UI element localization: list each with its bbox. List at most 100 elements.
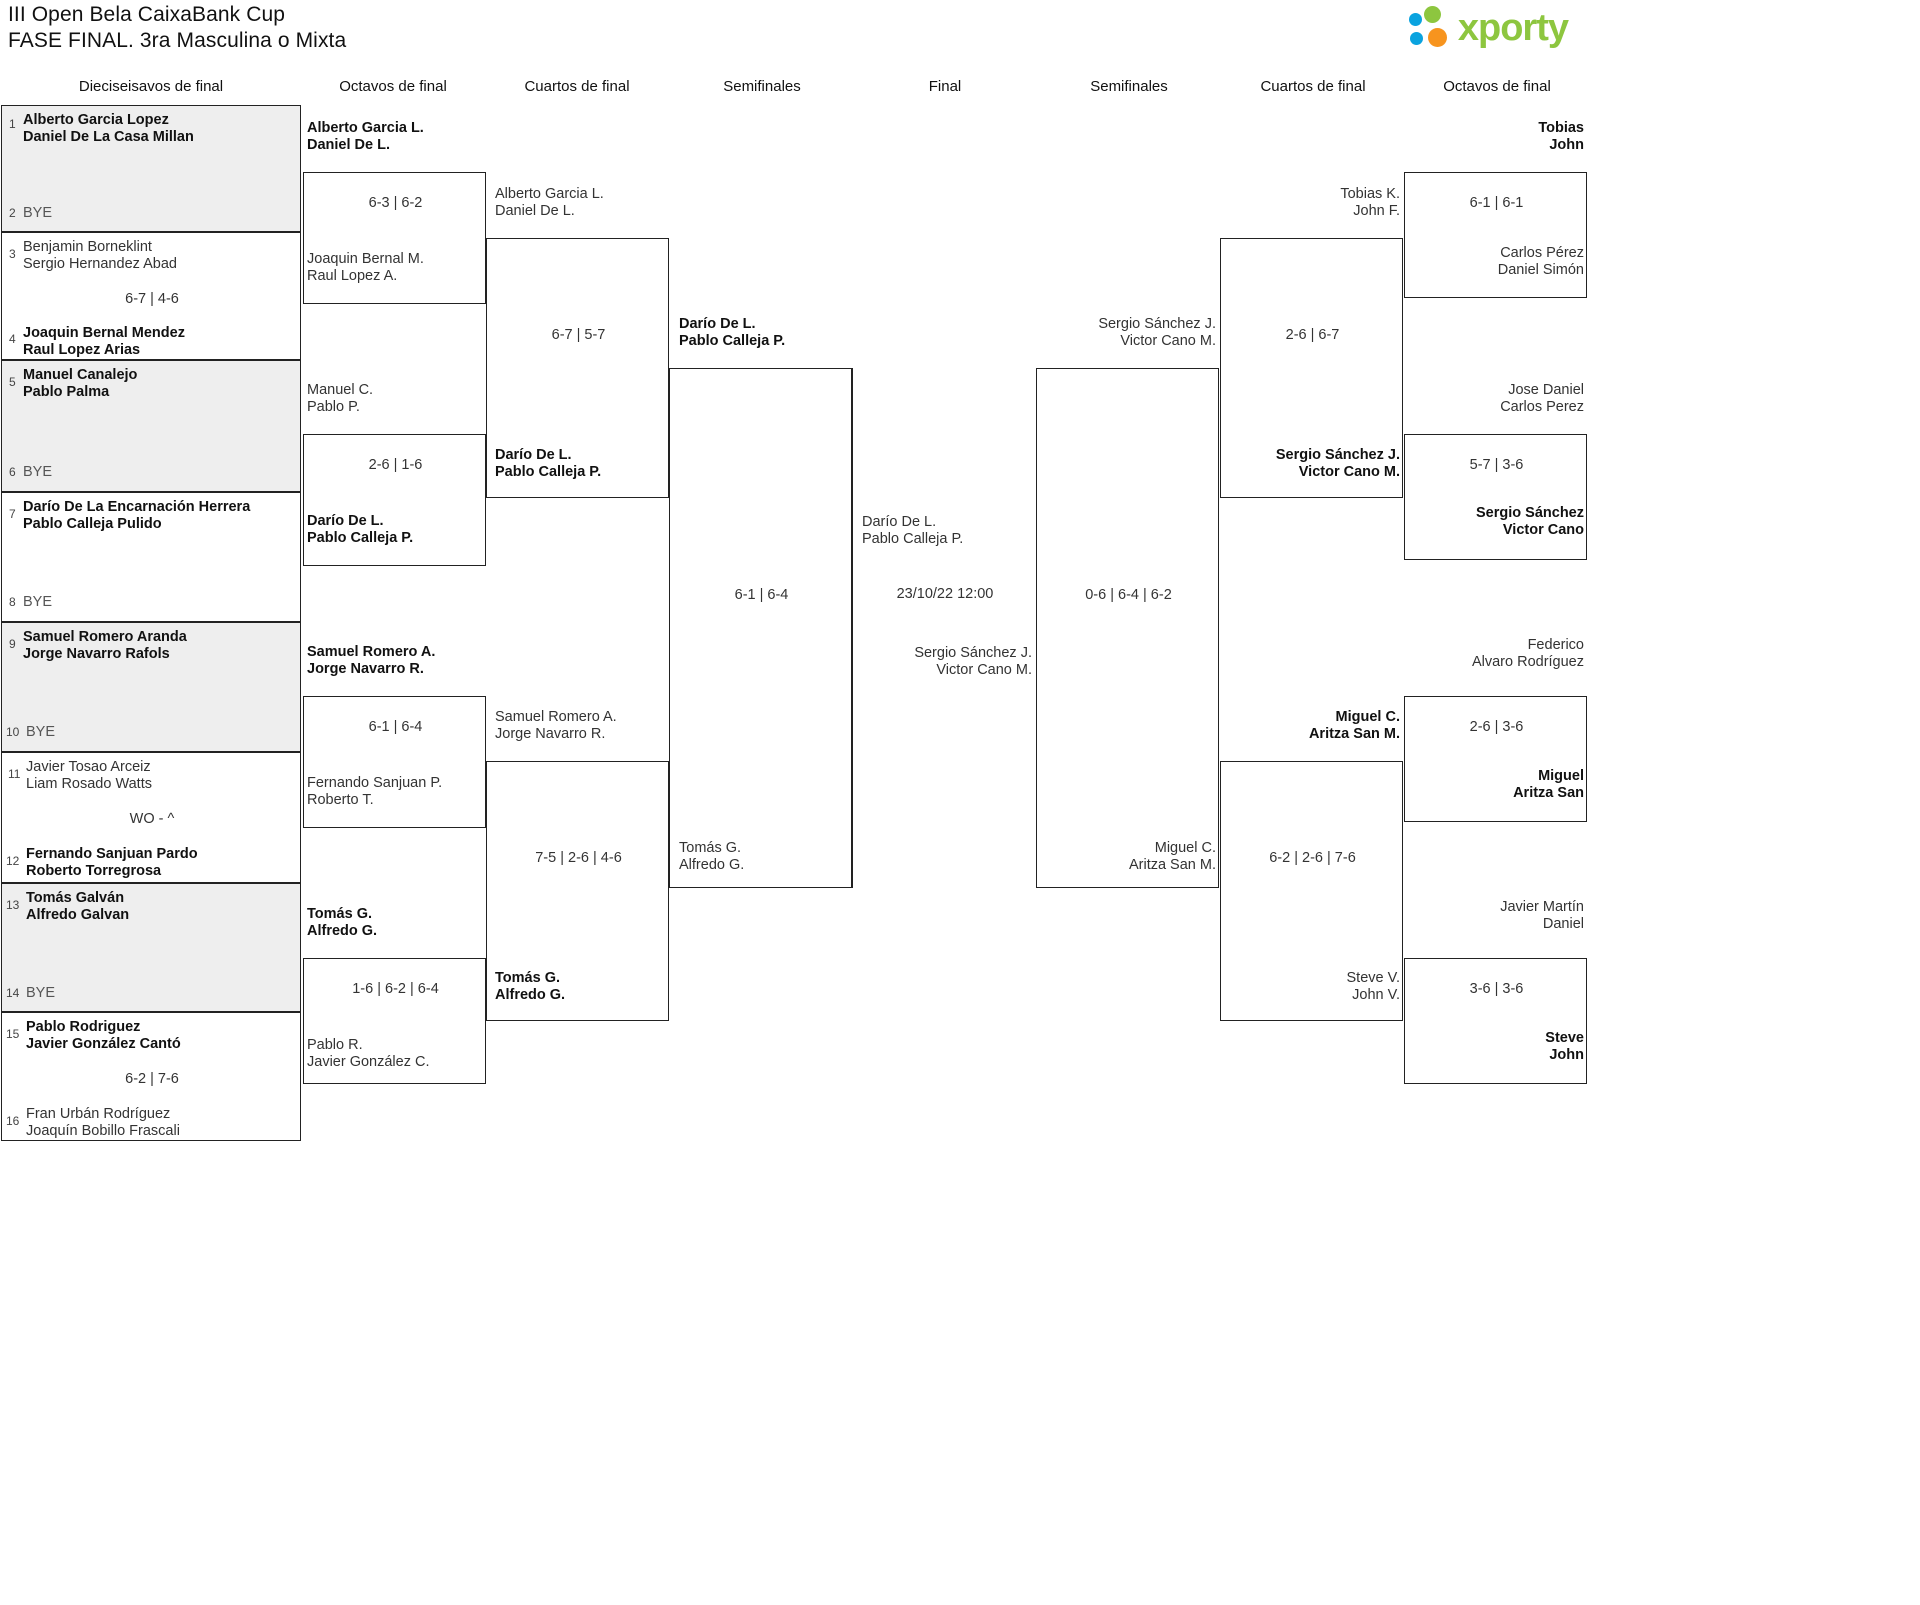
seed-players: Fernando Sanjuan Pardo Roberto Torregros… [26, 846, 198, 880]
match-right-sf-2-team: Miguel C. Aritza San M. [1020, 840, 1216, 874]
seed-number: 12 [6, 854, 20, 868]
seed-number: 2 [9, 206, 16, 220]
player-2: Pablo Calleja Pulido [23, 516, 162, 532]
match-left-r16-8-team: Pablo R. Javier González C. [307, 1037, 430, 1071]
seed-players: Manuel Canalejo Pablo Palma [23, 367, 137, 401]
player-2: Pablo Palma [23, 384, 110, 400]
player-2: John [1549, 137, 1584, 153]
player-1: Pablo R. [307, 1037, 363, 1053]
player-2: Victor Cano M. [1120, 333, 1216, 349]
match-right-r16-2[interactable]: 5-7 | 3-6 [1404, 434, 1587, 560]
player-2: Sergio Hernandez Abad [23, 256, 177, 272]
final-date: 23/10/22 12:00 [896, 586, 994, 602]
match-left-r16-5-team: Samuel Romero A. Jorge Navarro R. [307, 644, 435, 678]
match-right-r16-3-team: Jose Daniel Carlos Perez [1404, 382, 1584, 416]
match-score: 2-6 | 3-6 [1469, 719, 1524, 735]
match-score: 3-6 | 3-6 [1469, 981, 1524, 997]
round-header-final: Final [928, 78, 962, 95]
match-right-sf-1-team: Sergio Sánchez J. Victor Cano M. [1020, 316, 1216, 350]
final-left-team: Darío De L. Pablo Calleja P. [862, 514, 963, 548]
match-right-r16-4[interactable]: 3-6 | 3-6 [1404, 958, 1587, 1084]
player-1: Miguel [1538, 768, 1584, 784]
match-left-qf-2-team: Darío De L. Pablo Calleja P. [495, 447, 601, 481]
player-1: Javier Tosao Arceiz [26, 759, 151, 775]
seed-score: 6-2 | 7-6 [125, 1071, 179, 1087]
match-right-r16-2-team: Carlos Pérez Daniel Simón [1404, 245, 1584, 279]
match-left-sf-1[interactable]: 6-1 | 6-4 [669, 368, 852, 888]
match-left-r16-2[interactable]: 2-6 | 1-6 [303, 434, 486, 566]
player-1: Samuel Romero Aranda [23, 629, 187, 645]
match-right-r16-3[interactable]: 2-6 | 3-6 [1404, 696, 1587, 822]
player-1: Tomás G. [307, 906, 372, 922]
seed-bye: BYE [26, 985, 56, 1001]
seed-score: WO - ^ [129, 811, 175, 827]
player-2: Alfredo G. [495, 987, 566, 1003]
player-1: Alberto Garcia L. [495, 186, 604, 202]
match-right-sf-1[interactable]: 0-6 | 6-4 | 6-2 [1036, 368, 1219, 888]
match-left-r16-1[interactable]: 6-3 | 6-2 [303, 172, 486, 304]
player-1: Steve V. [1346, 970, 1400, 986]
match-right-qf-4-team: Steve V. John V. [1220, 970, 1400, 1004]
seed-pair-8[interactable]: 15 Pablo Rodriguez Javier González Cantó… [1, 1012, 301, 1141]
match-right-qf-2[interactable]: 6-2 | 2-6 | 7-6 [1220, 761, 1403, 1021]
seed-score: 6-7 | 4-6 [125, 291, 179, 307]
match-left-r16-3[interactable]: 6-1 | 6-4 [303, 696, 486, 828]
player-1: Darío De La Encarnación Herrera [23, 499, 251, 515]
final-divider [852, 368, 853, 888]
player-2: Victor Cano M. [1298, 464, 1400, 480]
match-right-r16-5-team: Federico Alvaro Rodríguez [1404, 637, 1584, 671]
match-right-qf-1[interactable]: 2-6 | 6-7 [1220, 238, 1403, 498]
match-right-qf-1-team: Tobias K. John F. [1220, 186, 1400, 220]
seed-pair-4[interactable]: 7 Darío De La Encarnación Herrera Pablo … [1, 492, 301, 622]
match-left-qf-1[interactable]: 6-7 | 5-7 [486, 238, 669, 498]
match-right-r16-8-team: Steve John [1404, 1030, 1584, 1064]
seed-players: Samuel Romero Aranda Jorge Navarro Rafol… [23, 629, 187, 663]
seed-pair-7[interactable]: 13 Tomás Galván Alfredo Galvan 14 BYE [1, 883, 301, 1012]
seed-pair-5[interactable]: 9 Samuel Romero Aranda Jorge Navarro Raf… [1, 622, 301, 752]
match-left-r16-1-team: Alberto Garcia L. Daniel De L. [307, 120, 424, 154]
seed-number: 16 [6, 1114, 20, 1128]
seed-pair-1[interactable]: 1 Alberto Garcia Lopez Daniel De La Casa… [1, 105, 301, 232]
seed-pair-2[interactable]: 3 Benjamin Borneklint Sergio Hernandez A… [1, 232, 301, 360]
tournament-title: III Open Bela CaixaBank Cup FASE FINAL. … [8, 2, 346, 54]
match-score: 6-3 | 6-2 [368, 195, 423, 211]
seed-players: Tomás Galván Alfredo Galvan [26, 890, 129, 924]
player-1: Manuel Canalejo [23, 367, 138, 383]
player-1: Javier Martín [1500, 899, 1584, 915]
seed-pair-6[interactable]: 11 Javier Tosao Arceiz Liam Rosado Watts… [1, 752, 301, 883]
player-2: Liam Rosado Watts [26, 776, 152, 792]
seed-pair-3[interactable]: 5 Manuel Canalejo Pablo Palma 6 BYE [1, 360, 301, 492]
match-left-r16-6-team: Fernando Sanjuan P. Roberto T. [307, 775, 442, 809]
seed-players: Alberto Garcia Lopez Daniel De La Casa M… [23, 112, 194, 146]
tournament-phase: FASE FINAL. 3ra Masculina o Mixta [8, 29, 347, 52]
player-1: Fernando Sanjuan Pardo [26, 846, 198, 862]
match-right-r16-1[interactable]: 6-1 | 6-1 [1404, 172, 1587, 298]
seed-bye: BYE [23, 205, 53, 221]
player-1: Alberto Garcia L. [307, 120, 424, 136]
round-header-left-r32: Dieciseisavos de final [78, 78, 224, 95]
round-header-left-qf: Cuartos de final [524, 78, 630, 95]
player-2: Aritza San M. [1128, 857, 1216, 873]
player-1: Manuel C. [307, 382, 374, 398]
xporty-logo: xporty [1408, 6, 1569, 50]
match-score: 5-7 | 3-6 [1469, 457, 1524, 473]
player-1: Carlos Pérez [1500, 245, 1584, 261]
player-2: Alfredo G. [679, 857, 745, 873]
round-header-left-r16: Octavos de final [339, 78, 447, 95]
seed-bye: BYE [26, 724, 56, 740]
seed-players: Fran Urbán Rodríguez Joaquín Bobillo Fra… [26, 1106, 180, 1140]
match-score: 2-6 | 6-7 [1285, 327, 1340, 343]
round-header-right-sf: Semifinales [1090, 78, 1168, 95]
player-2: John [1549, 1047, 1584, 1063]
match-left-qf-1-team: Alberto Garcia L. Daniel De L. [495, 186, 604, 220]
match-right-qf-2-team: Sergio Sánchez J. Victor Cano M. [1220, 447, 1400, 481]
match-left-qf-2[interactable]: 7-5 | 2-6 | 4-6 [486, 761, 669, 1021]
seed-players: Javier Tosao Arceiz Liam Rosado Watts [26, 759, 152, 793]
player-2: Jorge Navarro Rafols [23, 646, 170, 662]
match-left-r16-4[interactable]: 1-6 | 6-2 | 6-4 [303, 958, 486, 1084]
player-2: John F. [1353, 203, 1400, 219]
match-score: 6-2 | 2-6 | 7-6 [1269, 850, 1356, 866]
match-score: 1-6 | 6-2 | 6-4 [352, 981, 439, 997]
player-1: Samuel Romero A. [307, 644, 436, 660]
player-2: Pablo Calleja P. [862, 531, 964, 547]
